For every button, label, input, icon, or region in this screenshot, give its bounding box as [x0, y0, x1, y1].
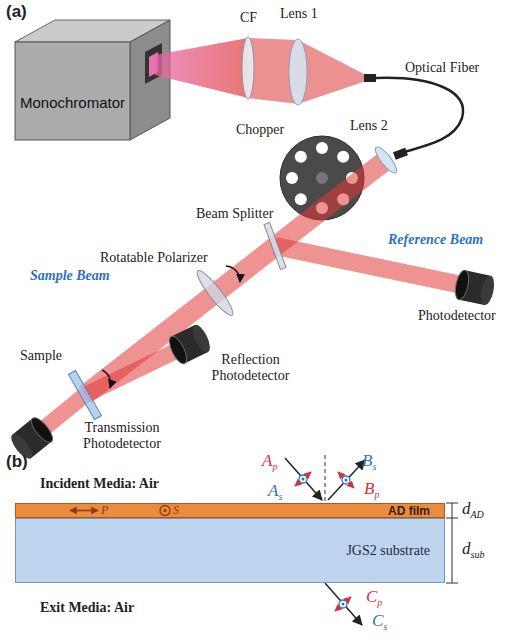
thickness-symbol: dAD — [462, 500, 484, 520]
chopper-hub — [316, 172, 328, 184]
s-polarization-dot — [302, 478, 305, 481]
color-filter — [242, 37, 254, 99]
detector-face — [166, 334, 190, 366]
beam-label: Reference Beam — [388, 232, 483, 248]
transmitted-beam — [42, 395, 85, 430]
thickness-tick — [446, 518, 458, 519]
panel-label: (b) — [6, 452, 28, 472]
fiber-connector — [364, 74, 376, 82]
film-layer: AD film — [15, 503, 445, 518]
sample-beam — [85, 160, 386, 395]
amplitude-symbol: Bs — [362, 452, 376, 472]
reference-beam — [275, 246, 462, 285]
monochromator-side — [130, 20, 170, 140]
amplitude-symbol: As — [268, 482, 282, 502]
node-text: Monochromator — [20, 94, 125, 111]
chopper-hole — [295, 193, 307, 205]
lens — [289, 39, 307, 105]
surface-normal — [325, 455, 326, 503]
beam-label: Sample Beam — [30, 268, 110, 284]
incident-ray — [285, 458, 322, 500]
s-polarization-dot — [345, 479, 348, 482]
chopper-hole — [295, 151, 307, 163]
s-direction-symbol — [160, 506, 170, 516]
polarizer — [193, 267, 237, 319]
panel-label: (a) — [6, 2, 27, 22]
detector-face — [453, 269, 471, 301]
component-label: Chopper — [236, 122, 284, 138]
s-direction-dot — [163, 509, 166, 512]
amplitude-symbol: Cs — [372, 612, 387, 632]
p-polarization — [335, 597, 351, 611]
photodetector — [453, 269, 496, 306]
component-label: Photodetector — [418, 308, 496, 324]
beam-splitter — [264, 222, 286, 269]
detector-back — [478, 274, 496, 306]
component-label: Transmission Photodetector — [72, 420, 172, 452]
substrate-layer: JGS2 substrate — [15, 518, 445, 583]
thickness-symbol: dsub — [462, 540, 484, 560]
p-polarization — [295, 472, 311, 486]
component-label: Rotatable Polarizer — [100, 250, 208, 266]
s-polarization — [342, 476, 350, 484]
reflected-beam — [85, 350, 178, 395]
amplitude-symbol: Bp — [364, 480, 379, 500]
amplitude-symbol: Ap — [262, 452, 277, 472]
polarization-label: P — [101, 503, 108, 518]
component-label: CF — [240, 10, 257, 26]
light-beam — [155, 38, 248, 98]
instrument-box: Monochromator — [15, 42, 130, 140]
component-label: Sample — [20, 348, 62, 364]
lens — [372, 144, 400, 175]
fiber-connector — [393, 148, 408, 160]
node-text: JGS2 substrate — [346, 543, 430, 559]
optical-fiber — [376, 78, 463, 152]
component-label: Lens 2 — [350, 118, 388, 134]
chopper-hole — [337, 151, 349, 163]
s-polarization — [299, 475, 307, 483]
thickness-tick — [446, 583, 458, 584]
component-label: Beam Splitter — [196, 206, 273, 222]
reflected-ray — [328, 460, 365, 500]
s-polarization-dot — [342, 603, 345, 606]
component-label: Reflection Photodetector — [203, 352, 298, 384]
polarization-label: S — [173, 503, 179, 518]
s-polarization — [339, 600, 347, 608]
light-beam — [298, 40, 366, 104]
component-label: Optical Fiber — [405, 60, 479, 76]
medium-label: Exit Media: Air — [40, 600, 134, 616]
p-direction-arrow — [70, 510, 98, 512]
rotation-arrow — [226, 266, 240, 282]
detector-face — [28, 415, 56, 446]
component-label: Lens 1 — [280, 6, 318, 22]
chopper-hole — [286, 172, 298, 184]
p-polarization — [338, 472, 354, 488]
photodetector — [166, 322, 213, 366]
chopper-hole — [316, 142, 328, 154]
detector-back — [189, 322, 213, 354]
amplitude-symbol: Cp — [366, 588, 382, 608]
rotation-arrow — [102, 370, 111, 388]
monochromator-front — [15, 42, 130, 140]
thickness-tick — [446, 503, 458, 504]
node-text: AD film — [388, 505, 430, 517]
thickness-bracket — [452, 503, 453, 583]
medium-label: Incident Media: Air — [40, 476, 159, 492]
sample-plate — [69, 370, 102, 419]
transmitted-ray — [325, 583, 362, 625]
